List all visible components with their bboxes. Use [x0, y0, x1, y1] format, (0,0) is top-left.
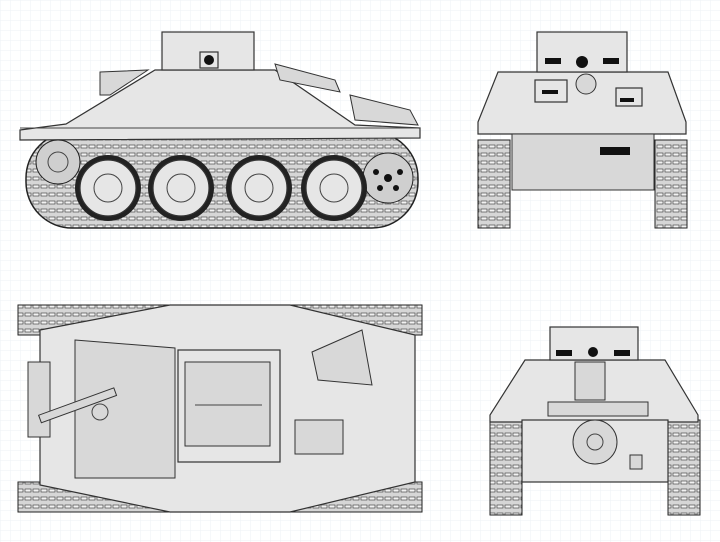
right-track	[654, 139, 688, 229]
front-plate	[99, 69, 150, 96]
idler-wheel	[35, 139, 81, 185]
rear-right-track	[667, 419, 701, 516]
side-view	[19, 31, 421, 229]
hull-side	[19, 69, 421, 141]
rear-hatch	[572, 419, 618, 465]
rear-view	[489, 326, 701, 516]
road-wheels	[75, 155, 367, 221]
front-view	[477, 31, 688, 229]
exhaust	[274, 63, 341, 93]
left-track	[477, 139, 511, 229]
top-view	[17, 304, 423, 513]
gun-mantlet	[575, 73, 597, 95]
gun-barrel	[37, 387, 118, 424]
rear-left-track	[489, 419, 523, 516]
rear-deck	[349, 94, 419, 126]
